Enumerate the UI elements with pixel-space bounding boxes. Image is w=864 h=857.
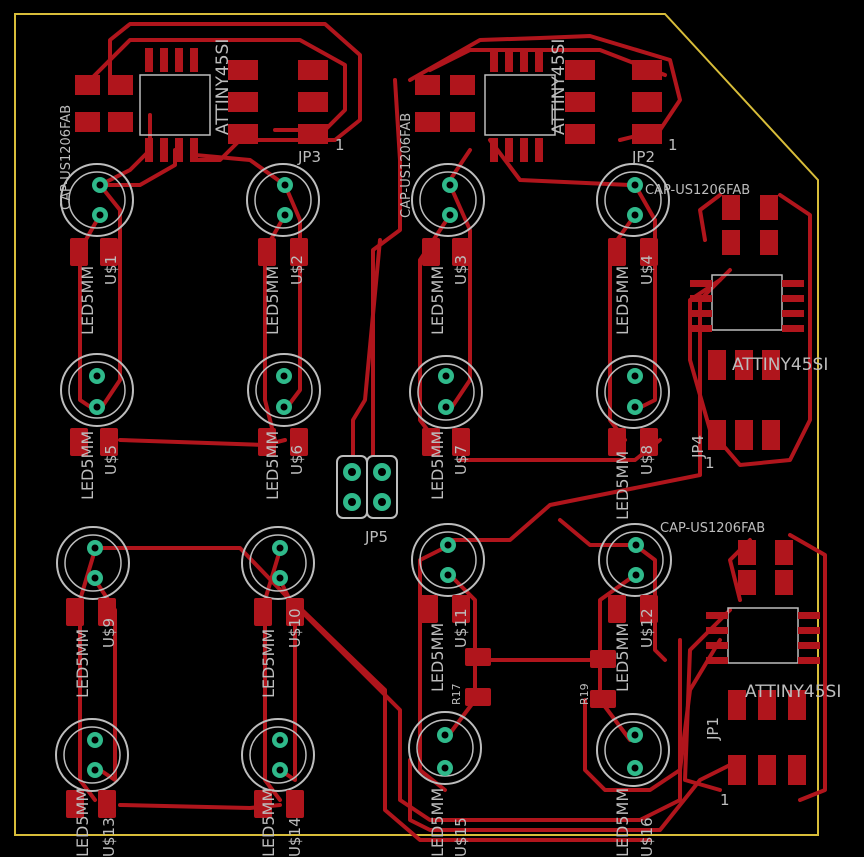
us-label: U$7	[452, 445, 470, 475]
led-label: LED5MM	[613, 451, 632, 520]
us-label: U$8	[638, 445, 656, 475]
attiny-label-4: ATTINY45SI	[745, 682, 841, 702]
us-label: U$9	[100, 618, 118, 648]
silkscreen-labels: ATTINY45SI ATTINY45SI ATTINY45SI ATTINY4…	[59, 39, 841, 857]
led-label: LED5MM	[613, 788, 632, 857]
led-label: LED5MM	[78, 431, 97, 500]
us-label: U$15	[452, 817, 470, 857]
pin-one-marker: 1	[668, 136, 678, 154]
resistor-pads	[66, 238, 658, 818]
jp5-label: JP5	[364, 528, 388, 546]
led-label: LED5MM	[73, 788, 92, 857]
jp3-label: JP3	[297, 148, 321, 166]
led-label: LED5MM	[613, 266, 632, 335]
board-outline	[14, 13, 819, 836]
led-footprint	[60, 163, 134, 237]
led-label: LED5MM	[428, 788, 447, 857]
us-label: U$16	[638, 817, 656, 857]
led-label: LED5MM	[428, 431, 447, 500]
led-footprints	[55, 163, 672, 792]
r17-label: R17	[450, 683, 463, 705]
led-label: LED5MM	[428, 266, 447, 335]
attiny-label-3: ATTINY45SI	[732, 355, 828, 375]
led-label: LED5MM	[263, 266, 282, 335]
led-footprint	[408, 711, 482, 785]
cap-label-4: CAP-US1206FAB	[660, 521, 765, 536]
us-label: U$2	[288, 255, 306, 285]
led-label: LED5MM	[428, 623, 447, 692]
led-footprint	[596, 355, 670, 429]
led-footprint	[56, 526, 130, 600]
led-footprint	[411, 523, 485, 597]
led-footprint	[247, 353, 321, 427]
led-label: LED5MM	[263, 431, 282, 500]
led-footprint	[409, 355, 483, 429]
led-label: LED5MM	[613, 623, 632, 692]
led-footprint	[411, 163, 485, 237]
copper-traces	[78, 22, 827, 842]
led-footprint	[60, 353, 134, 427]
jp2-label: JP2	[631, 148, 655, 166]
cap-label-3: CAP-US1206FAB	[645, 183, 750, 198]
led-footprint	[598, 523, 672, 597]
cap-label-2: CAP-US1206FAB	[399, 113, 414, 218]
attiny-chip-top-left	[75, 48, 328, 162]
led-label: LED5MM	[73, 629, 92, 698]
led-footprint	[246, 163, 320, 237]
attiny-chip-right-upper	[690, 195, 804, 450]
us-label: U$13	[100, 817, 118, 857]
attiny-label-1: ATTINY45SI	[213, 39, 233, 135]
us-label: U$4	[638, 255, 656, 285]
jp5-header	[336, 455, 398, 519]
jp1-label: JP1	[704, 717, 722, 741]
cap-label-1: CAP-US1206FAB	[59, 105, 74, 210]
led-footprint	[241, 526, 315, 600]
attiny-label-2: ATTINY45SI	[549, 39, 569, 135]
led-footprint	[241, 718, 315, 792]
led-footprint	[55, 718, 129, 792]
us-label: U$11	[452, 608, 470, 648]
led-label: LED5MM	[259, 788, 278, 857]
led-label: LED5MM	[78, 266, 97, 335]
pin-one-marker: 1	[705, 454, 715, 472]
us-label: U$10	[286, 608, 304, 648]
led-footprint	[596, 163, 670, 237]
us-label: U$12	[638, 608, 656, 648]
attiny-chip-right-lower	[706, 540, 820, 785]
r19-label: R19	[578, 683, 591, 705]
pin-one-marker: 1	[335, 136, 345, 154]
us-label: U$6	[288, 445, 306, 475]
attiny-chip-top-right	[415, 48, 662, 162]
jp4-label: JP4	[689, 435, 707, 459]
led-label: LED5MM	[259, 629, 278, 698]
led-footprint	[596, 713, 670, 787]
us-label: U$1	[102, 255, 120, 285]
us-label: U$3	[452, 255, 470, 285]
us-label: U$5	[102, 445, 120, 475]
pin-one-marker: 1	[720, 791, 730, 809]
us-label: U$14	[286, 817, 304, 857]
